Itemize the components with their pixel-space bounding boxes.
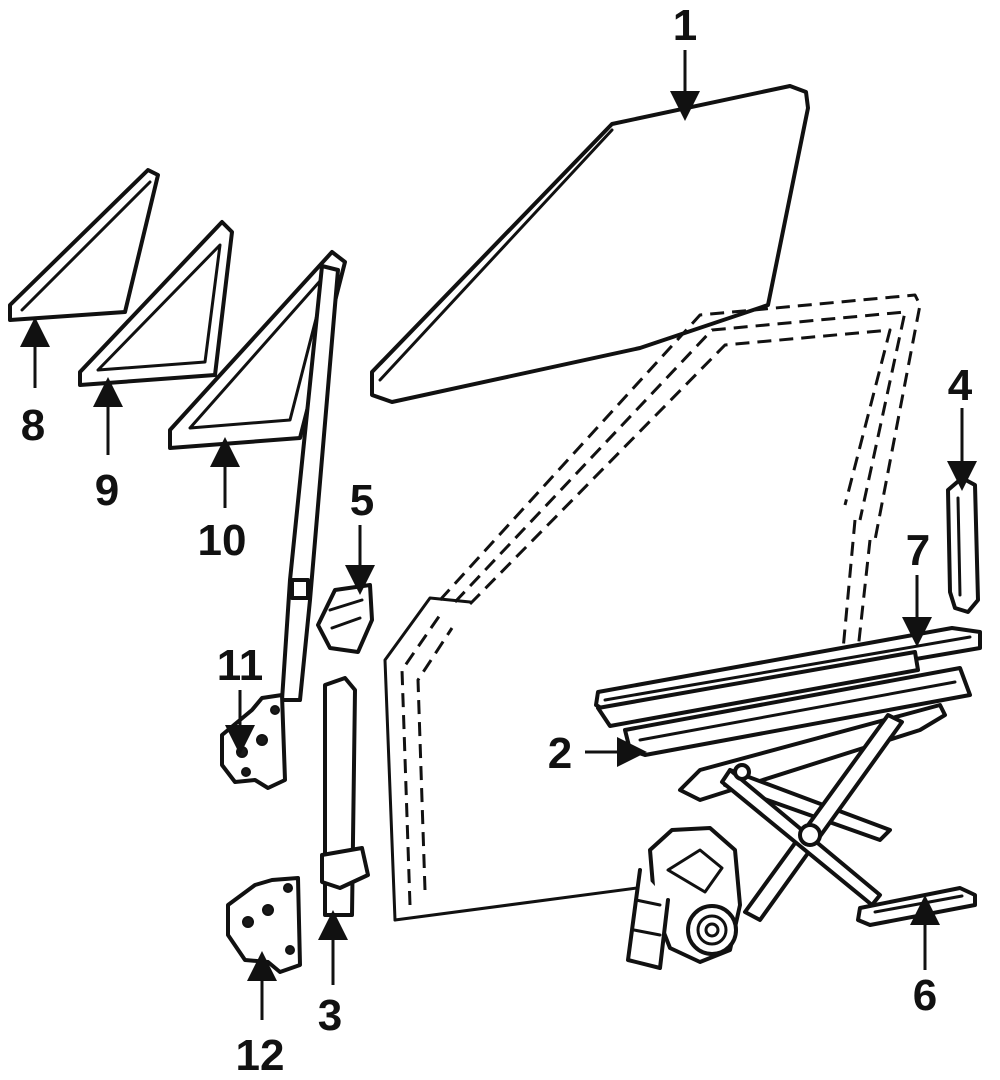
vent-frame-part — [78, 220, 234, 387]
window-regulator-part — [626, 703, 977, 970]
callout-6: 6 — [913, 971, 937, 1020]
door-glass-part — [370, 84, 810, 404]
callout-leaders — [20, 50, 977, 1020]
callout-labels: 1 2 3 4 5 6 7 8 9 10 11 12 — [21, 1, 973, 1080]
rear-channel-part — [946, 476, 980, 614]
callout-10: 10 — [198, 516, 247, 565]
callout-4: 4 — [948, 361, 973, 410]
callout-1: 1 — [673, 1, 697, 50]
door-shell — [383, 293, 922, 922]
upper-hinge-part — [220, 693, 287, 790]
callout-2: 2 — [548, 729, 572, 778]
callout-9: 9 — [95, 466, 119, 515]
callout-12: 12 — [236, 1031, 285, 1080]
bracket-part — [316, 583, 374, 654]
callout-5: 5 — [350, 476, 374, 525]
vent-seal-part — [168, 250, 347, 702]
lower-hinge-part — [226, 876, 302, 974]
callout-11: 11 — [217, 641, 264, 690]
callout-3: 3 — [318, 991, 342, 1040]
callout-7: 7 — [906, 526, 930, 575]
run-channel-part — [320, 676, 370, 917]
callout-8: 8 — [21, 401, 45, 450]
vent-glass-part — [8, 168, 160, 322]
